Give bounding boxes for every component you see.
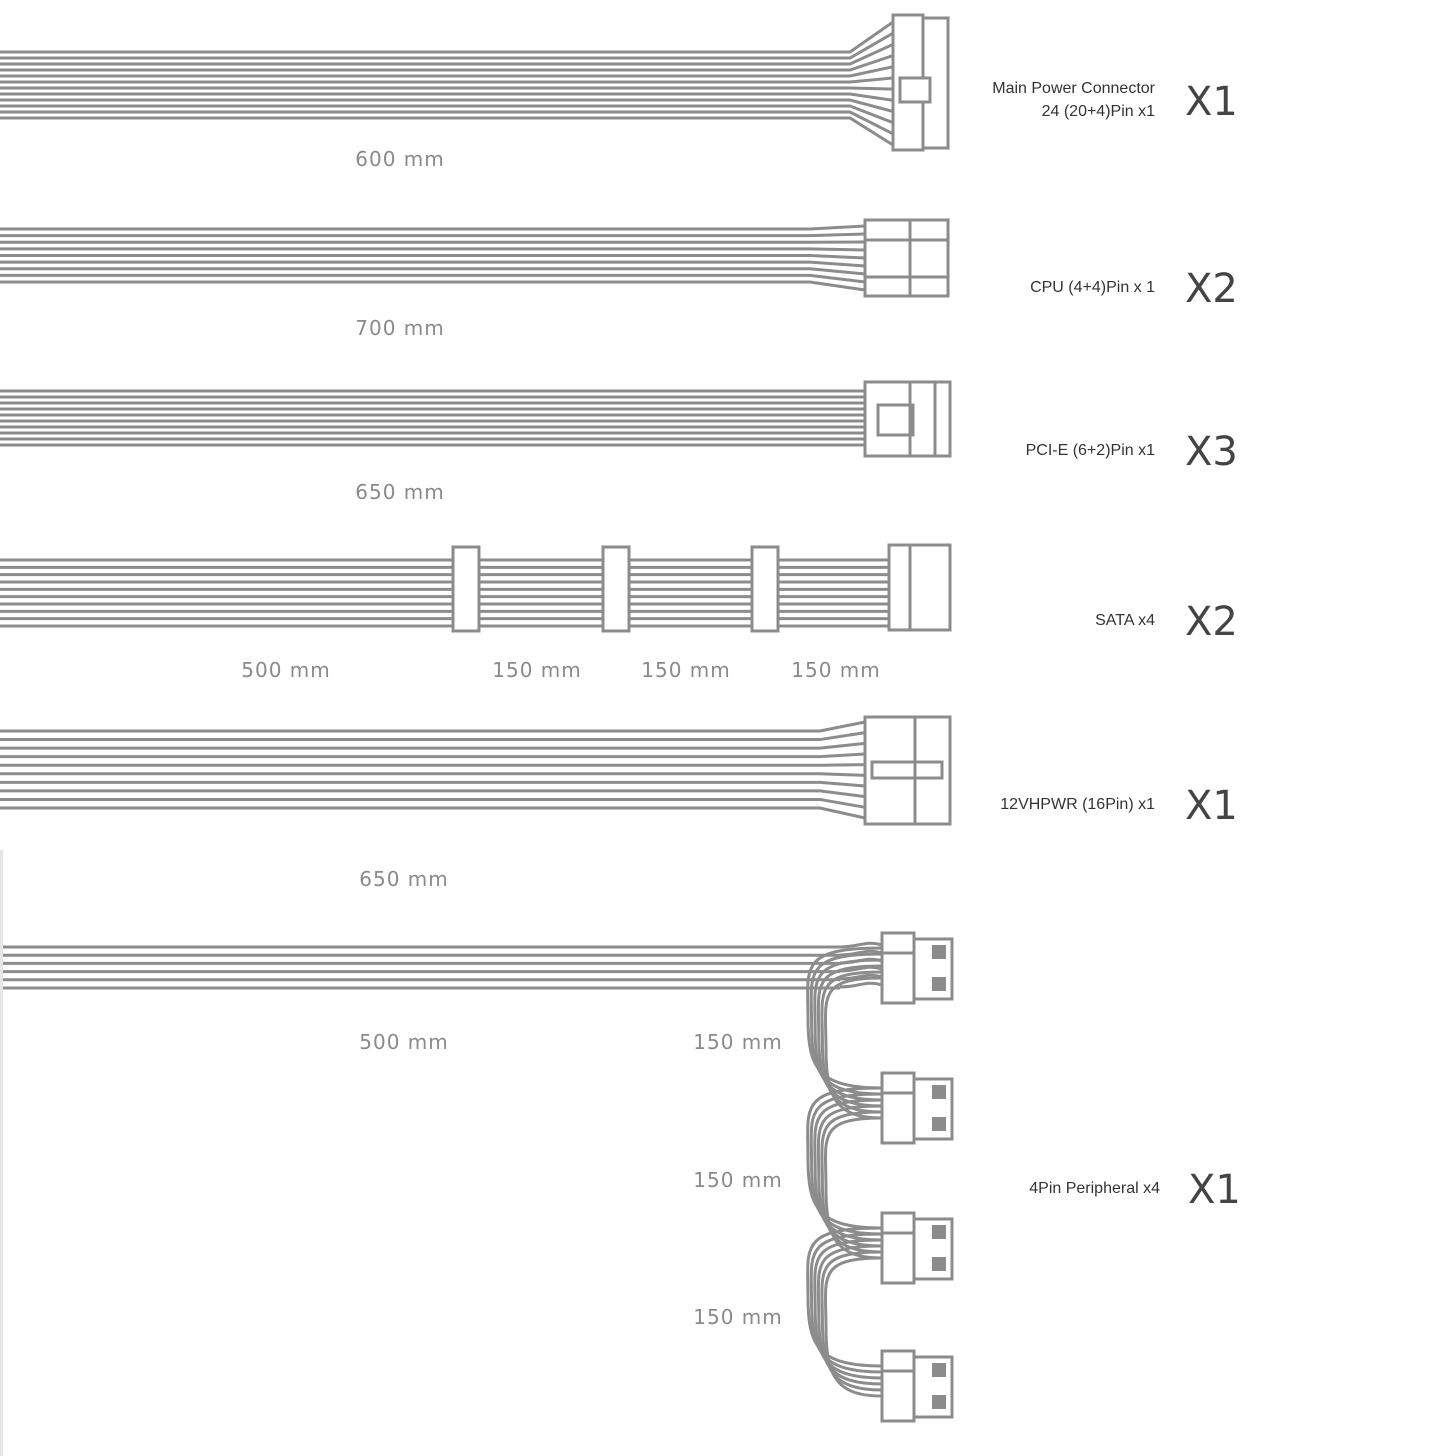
wire (0, 20, 894, 54)
wire (0, 752, 866, 759)
length-label: 600 mm (355, 147, 445, 171)
length-label: 150 mm (791, 658, 881, 682)
molex-connector (880, 1349, 954, 1423)
looped-wire (823, 976, 883, 1120)
wire (0, 741, 866, 750)
quantity-label: X2 (1185, 266, 1238, 312)
cable-label: CPU (4+4)Pin x 1 (1030, 279, 1155, 296)
wire (0, 772, 866, 777)
wire (0, 31, 894, 60)
wire (0, 42, 894, 66)
wire (0, 260, 866, 268)
wire (0, 104, 894, 125)
wire (0, 76, 894, 84)
length-label: 500 mm (241, 658, 331, 682)
quantity-label: X1 (1185, 79, 1238, 125)
looped-wire (806, 1226, 883, 1368)
wire (0, 806, 866, 820)
quantity-label: X2 (1185, 599, 1238, 645)
cable-label: Main Power Connector (992, 80, 1155, 97)
cable-label: SATA x4 (1095, 612, 1155, 629)
cable-wires (0, 20, 894, 1398)
length-label: 700 mm (355, 316, 445, 340)
looped-wire (816, 1104, 883, 1248)
wire (839, 981, 883, 989)
wire (0, 92, 894, 102)
wire (839, 973, 883, 981)
quantity-label: X1 (1188, 1167, 1241, 1213)
wire (0, 116, 894, 147)
looped-wire (820, 1250, 883, 1392)
looped-wire (806, 946, 883, 1090)
wire (0, 98, 894, 113)
molex-connector (880, 1071, 954, 1145)
wire (0, 731, 866, 742)
length-label: 650 mm (355, 480, 445, 504)
length-label: 150 mm (492, 658, 582, 682)
wire (0, 789, 866, 799)
looped-wire (813, 1098, 883, 1242)
wire (0, 797, 866, 809)
length-label: 150 mm (641, 658, 731, 682)
wire (839, 949, 883, 957)
length-label: 650 mm (359, 867, 449, 891)
wire (839, 957, 883, 965)
wire (0, 254, 866, 260)
12vhpwr-connector (863, 715, 952, 826)
length-label: 150 mm (693, 1305, 783, 1329)
left-edge-strip (0, 850, 3, 1456)
looped-wire (806, 1086, 883, 1230)
wire (0, 763, 866, 767)
wire (0, 65, 894, 78)
looped-wire (823, 1116, 883, 1260)
wire (0, 273, 866, 284)
looped-wire (813, 958, 883, 1102)
wire (0, 224, 866, 231)
looped-wire (816, 964, 883, 1108)
molex-connector (880, 1211, 954, 1285)
looped-wire (816, 1244, 883, 1386)
sata-connectors (451, 543, 952, 633)
looped-wire (813, 1238, 883, 1380)
wire (0, 247, 866, 252)
wire (0, 780, 866, 788)
wire (0, 280, 866, 292)
pcie-8pin-connector (863, 380, 952, 458)
looped-wire (820, 1110, 883, 1254)
wire (839, 965, 883, 973)
wire (0, 110, 894, 136)
looped-wire (823, 1256, 883, 1398)
length-label: 150 mm (693, 1168, 783, 1192)
cable-label: 24 (20+4)Pin x1 (1042, 103, 1156, 120)
atx-24pin-connector (891, 13, 950, 152)
length-label: 150 mm (693, 1030, 783, 1054)
molex-connector (880, 931, 954, 1005)
looped-wire (809, 952, 883, 1096)
quantity-label: X3 (1185, 429, 1238, 475)
cable-label: 4Pin Peripheral x4 (1029, 1180, 1160, 1197)
wire (0, 720, 866, 733)
length-label: 500 mm (359, 1030, 449, 1054)
wire (839, 941, 883, 949)
looped-wire (809, 1092, 883, 1236)
quantity-label: X1 (1185, 783, 1238, 829)
cpu-8pin-connector (863, 218, 950, 298)
molex-connectors (880, 931, 954, 1423)
wire (0, 267, 866, 276)
wire (0, 86, 894, 91)
looped-wire (820, 970, 883, 1114)
cable-label: 12VHPWR (16Pin) x1 (1000, 796, 1155, 813)
wire (0, 232, 866, 238)
cable-label: PCI-E (6+2)Pin x1 (1026, 442, 1155, 459)
looped-wire (809, 1232, 883, 1374)
wire (0, 54, 894, 72)
